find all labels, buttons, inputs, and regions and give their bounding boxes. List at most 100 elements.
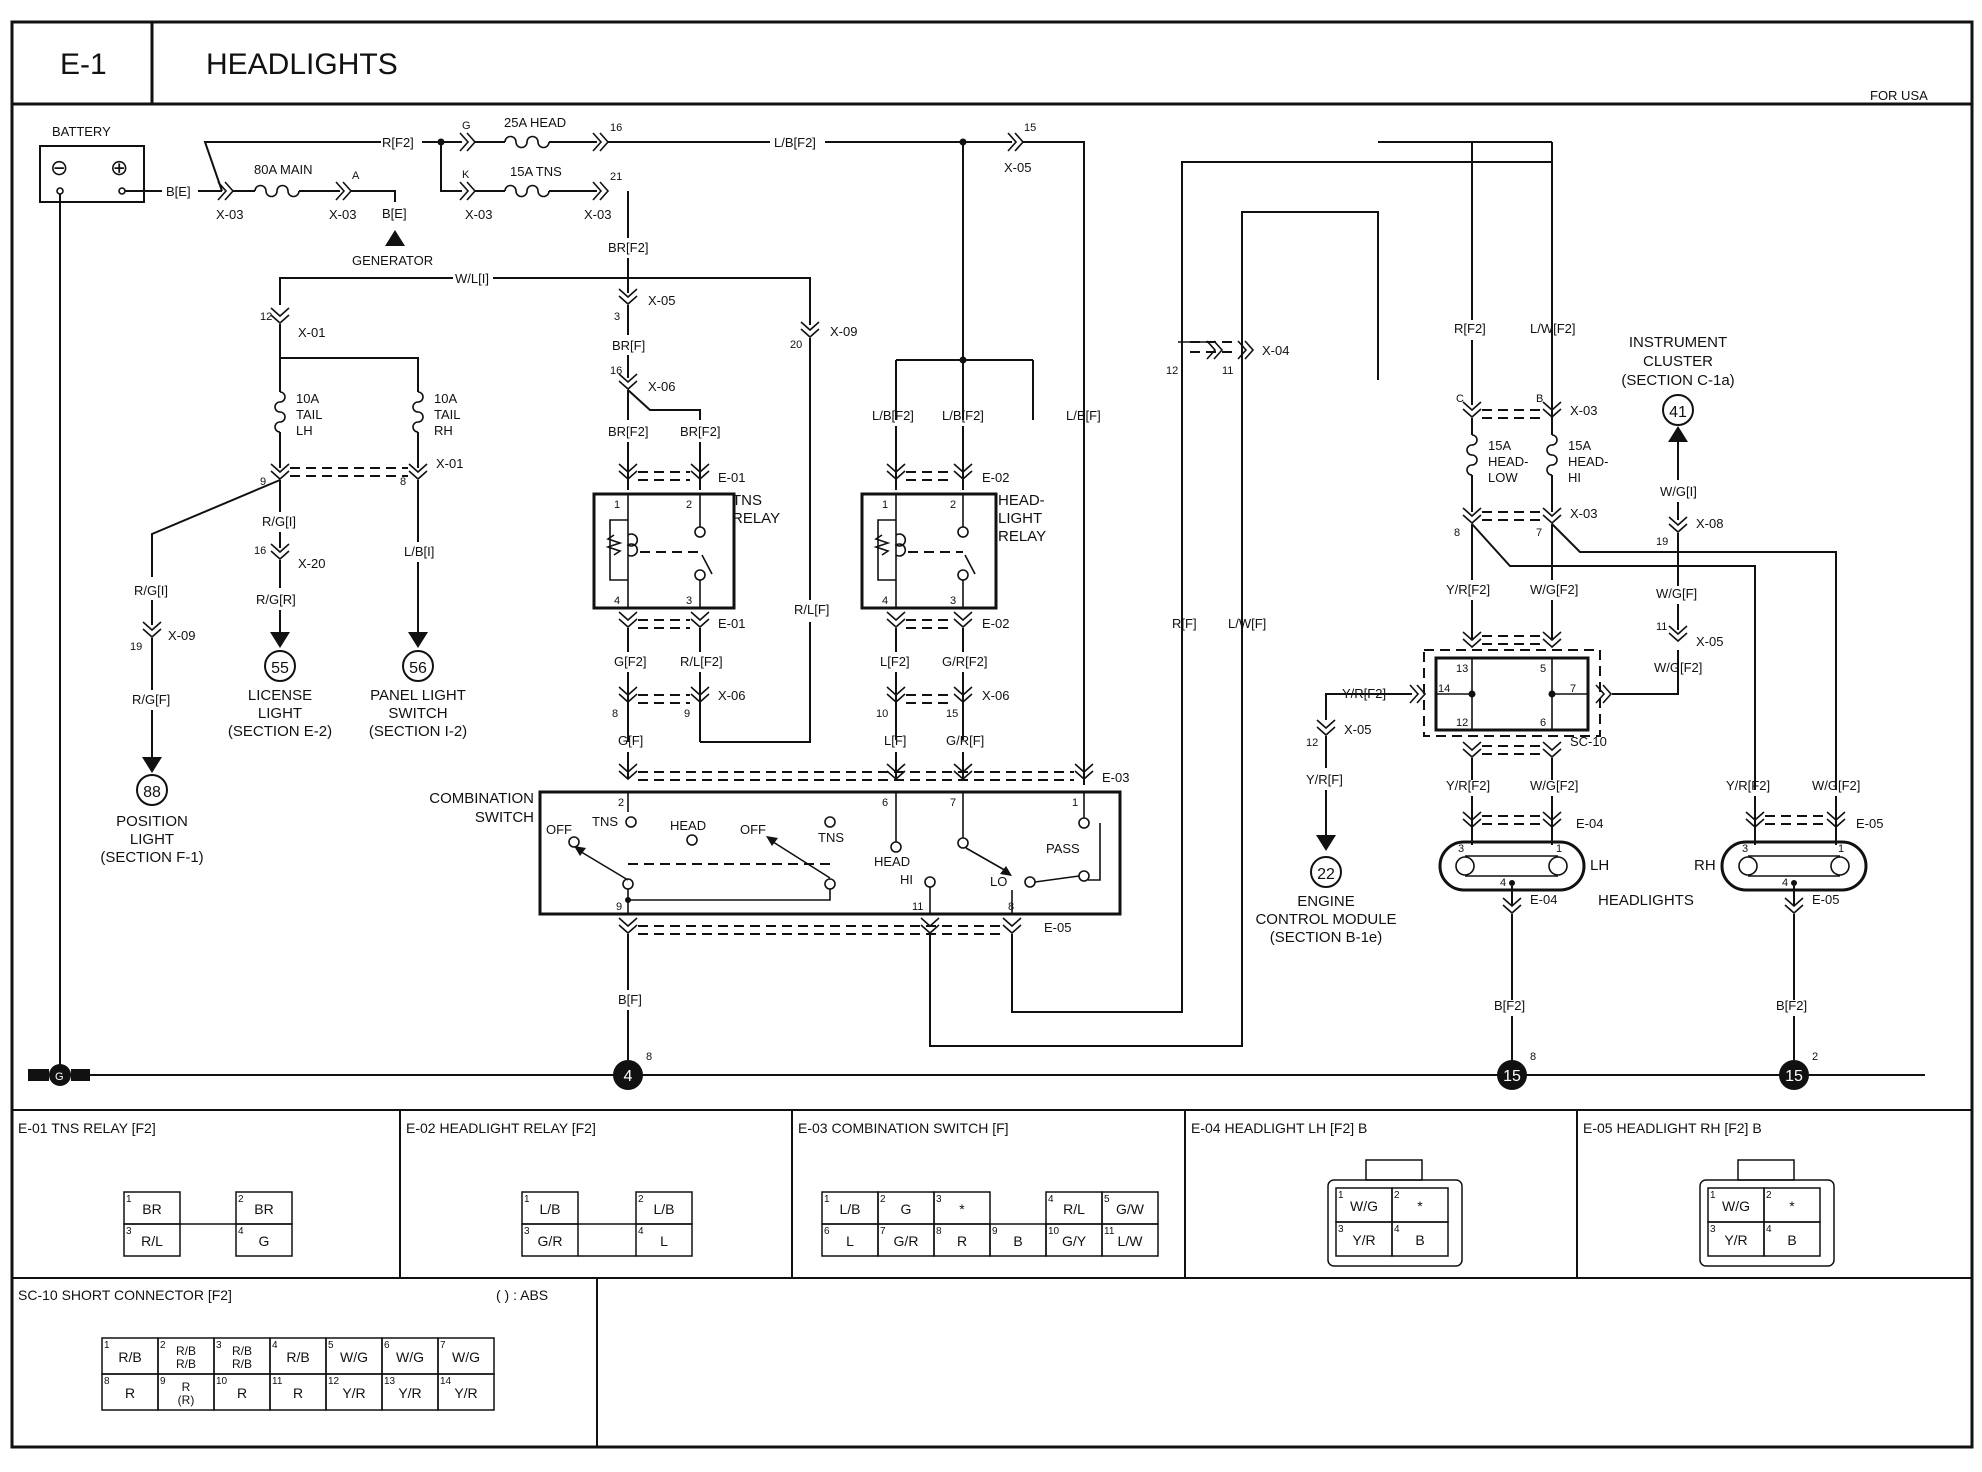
e05-pin-cell-1: 1W/G	[1707, 1187, 1765, 1223]
e01-table-title: E-01 TNS RELAY [F2]	[18, 1120, 156, 1136]
ref-41-line-3: (SECTION C-1a)	[1621, 372, 1734, 389]
connector-x01-top: X-01	[298, 325, 325, 340]
connector-x05-ecm: X-05	[1344, 722, 1371, 737]
e01-pin-number: 2	[238, 1194, 244, 1205]
switch-label-lo: LO	[990, 874, 1007, 889]
generator-arrow-icon	[385, 230, 405, 246]
sc10-short-connector: 13 5 14 7 12 6	[1423, 649, 1601, 737]
fuse-tail-lh-2: TAIL	[296, 407, 323, 422]
e05-connector-face	[1699, 1159, 1835, 1267]
e02-pin-wire-color: L	[660, 1233, 668, 1249]
sc10-pin-cell-6: 6W/G	[381, 1337, 439, 1375]
e03-pin-number: 4	[1048, 1194, 1054, 1205]
e03-pin-number: 9	[992, 1226, 998, 1237]
pin-11-x04: 11	[1222, 365, 1233, 377]
wire-w-g-f2-top: W/G[F2]	[1530, 582, 1578, 597]
lh-pin-4: 4	[1500, 877, 1506, 889]
wire-y-r-f2-rh: Y/R[F2]	[1726, 778, 1770, 793]
fuse-head-low-3: LOW	[1488, 470, 1518, 485]
page-frame	[10, 20, 1974, 1449]
sc10-pin-wire-color: R	[125, 1385, 135, 1401]
combination-switch-label-1: COMBINATION	[429, 790, 534, 807]
headlight-rh-label: RH	[1694, 857, 1716, 874]
wire-b-f2-rh: B[F2]	[1776, 998, 1807, 1013]
wire-y-r-f2-top: Y/R[F2]	[1446, 582, 1490, 597]
sc10-pin-wire-color: R/B	[286, 1349, 309, 1365]
sc10-pin-cell-8: 8R	[101, 1373, 159, 1411]
e05-pin-cell-2: 2*	[1763, 1187, 1821, 1223]
e03-pin-number: 5	[1104, 1194, 1110, 1205]
sc10-pin-wire-color: W/G	[396, 1349, 424, 1365]
sc10-pin-number: 4	[272, 1340, 278, 1351]
wire-r-l-f2: R/L[F2]	[680, 654, 723, 669]
connector-e02-top: E-02	[982, 470, 1009, 485]
wire-w-l-i: W/L[I]	[455, 271, 489, 286]
pin-12-x04: 12	[1166, 365, 1178, 377]
e05-pin-number: 4	[1766, 1224, 1772, 1235]
e03-pin-number: 3	[936, 1194, 942, 1205]
ref-88-number: 88	[143, 784, 161, 801]
ground-4-pin: 8	[646, 1051, 652, 1063]
e02-pin-number: 2	[638, 1194, 644, 1205]
connector-x01-bottom: X-01	[436, 456, 463, 471]
e03-pin-number: 11	[1104, 1226, 1115, 1237]
section-code: E-1	[60, 48, 107, 81]
sc10-pin-number: 8	[104, 1376, 110, 1387]
sc10-pin-cell-11: 11R	[269, 1373, 327, 1411]
fuse-tail-lh-3: LH	[296, 423, 313, 438]
sc10-pin-cell-1: 1R/B	[101, 1337, 159, 1375]
ref-41-line-2: CLUSTER	[1643, 353, 1713, 370]
pin-10-x06: 10	[876, 708, 888, 720]
e01-pin-wire-color: G	[259, 1233, 270, 1249]
sc10-pin-wire-color: R	[237, 1385, 247, 1401]
wire-w-g-f2-rh: W/G[F2]	[1812, 778, 1860, 793]
connector-x05-tns: X-05	[648, 293, 675, 308]
wire-lb-f2-relay-2: L/B[F2]	[942, 408, 984, 423]
fuse-tail-rh-3: RH	[434, 423, 453, 438]
e04-pin-number: 2	[1394, 1190, 1400, 1201]
sc10-pin-wire-color-alt: R/B	[176, 1357, 196, 1371]
connector-e01-bottom: E-01	[718, 616, 745, 631]
connector-e04-top: E-04	[1576, 816, 1603, 831]
tns-relay-pin-3: 3	[686, 595, 692, 607]
wire-r-f2-main: R[F2]	[382, 135, 414, 150]
sc10-pin-wire-color-alt: (R)	[178, 1393, 195, 1407]
e03-pin-number: 7	[880, 1226, 886, 1237]
e01-pin-number: 4	[238, 1226, 244, 1237]
ref-55-license-light: 55 LICENSE LIGHT (SECTION E-2)	[228, 650, 332, 740]
tns-relay-pin-2: 2	[686, 499, 692, 511]
pin-16-head: 16	[610, 122, 622, 134]
e04-pin-cell-3: 3Y/R	[1335, 1221, 1393, 1257]
connector-x08: X-08	[1696, 516, 1723, 531]
fuse-15a-tns-label: 15A TNS	[510, 164, 562, 179]
ref-55-line-2: LIGHT	[258, 705, 302, 722]
e01-pin-cell-2: 2BR	[235, 1191, 293, 1225]
e02-pin-cell-3: 3G/R	[521, 1223, 579, 1257]
connector-sc10: SC-10	[1570, 734, 1607, 749]
sc10-pin-wire-color: R/B	[232, 1344, 252, 1358]
e03-pin-wire-color: L/W	[1118, 1233, 1144, 1249]
wire-w-g-f2-lh: W/G[F2]	[1530, 778, 1578, 793]
e02-table-title: E-02 HEADLIGHT RELAY [F2]	[406, 1120, 596, 1136]
wire-br-f2-tns: BR[F2]	[608, 240, 648, 255]
sc10-pin-wire-color: Y/R	[398, 1385, 421, 1401]
sc10-pin-number: 9	[160, 1376, 166, 1387]
connector-e02-bottom: E-02	[982, 616, 1009, 631]
ground-point-15-lh: 15 8	[1497, 1051, 1536, 1090]
ref-22-line-1: ENGINE	[1297, 893, 1355, 910]
e03-pin-cell-5: 5G/W	[1101, 1191, 1159, 1225]
ref-41-line-1: INSTRUMENT	[1629, 334, 1727, 351]
e03-pin-number: 2	[880, 1194, 886, 1205]
pin-12-x01: 12	[260, 311, 272, 323]
sc10-pin-6: 6	[1540, 717, 1546, 729]
e03-pin-wire-color: G	[901, 1201, 912, 1217]
e02-pin-wire-color: G/R	[538, 1233, 563, 1249]
sc10-pin-wire-color: Y/R	[454, 1385, 477, 1401]
wire-l-b-i: L/B[I]	[404, 544, 434, 559]
ground-symbol-label: G	[55, 1071, 64, 1083]
e03-pin-wire-color: L	[846, 1233, 854, 1249]
e03-pin-number: 6	[824, 1226, 830, 1237]
e04-pin-cell-1: 1W/G	[1335, 1187, 1393, 1223]
ground-point-4: 4 8	[613, 1051, 652, 1090]
connector-e01-top: E-01	[718, 470, 745, 485]
